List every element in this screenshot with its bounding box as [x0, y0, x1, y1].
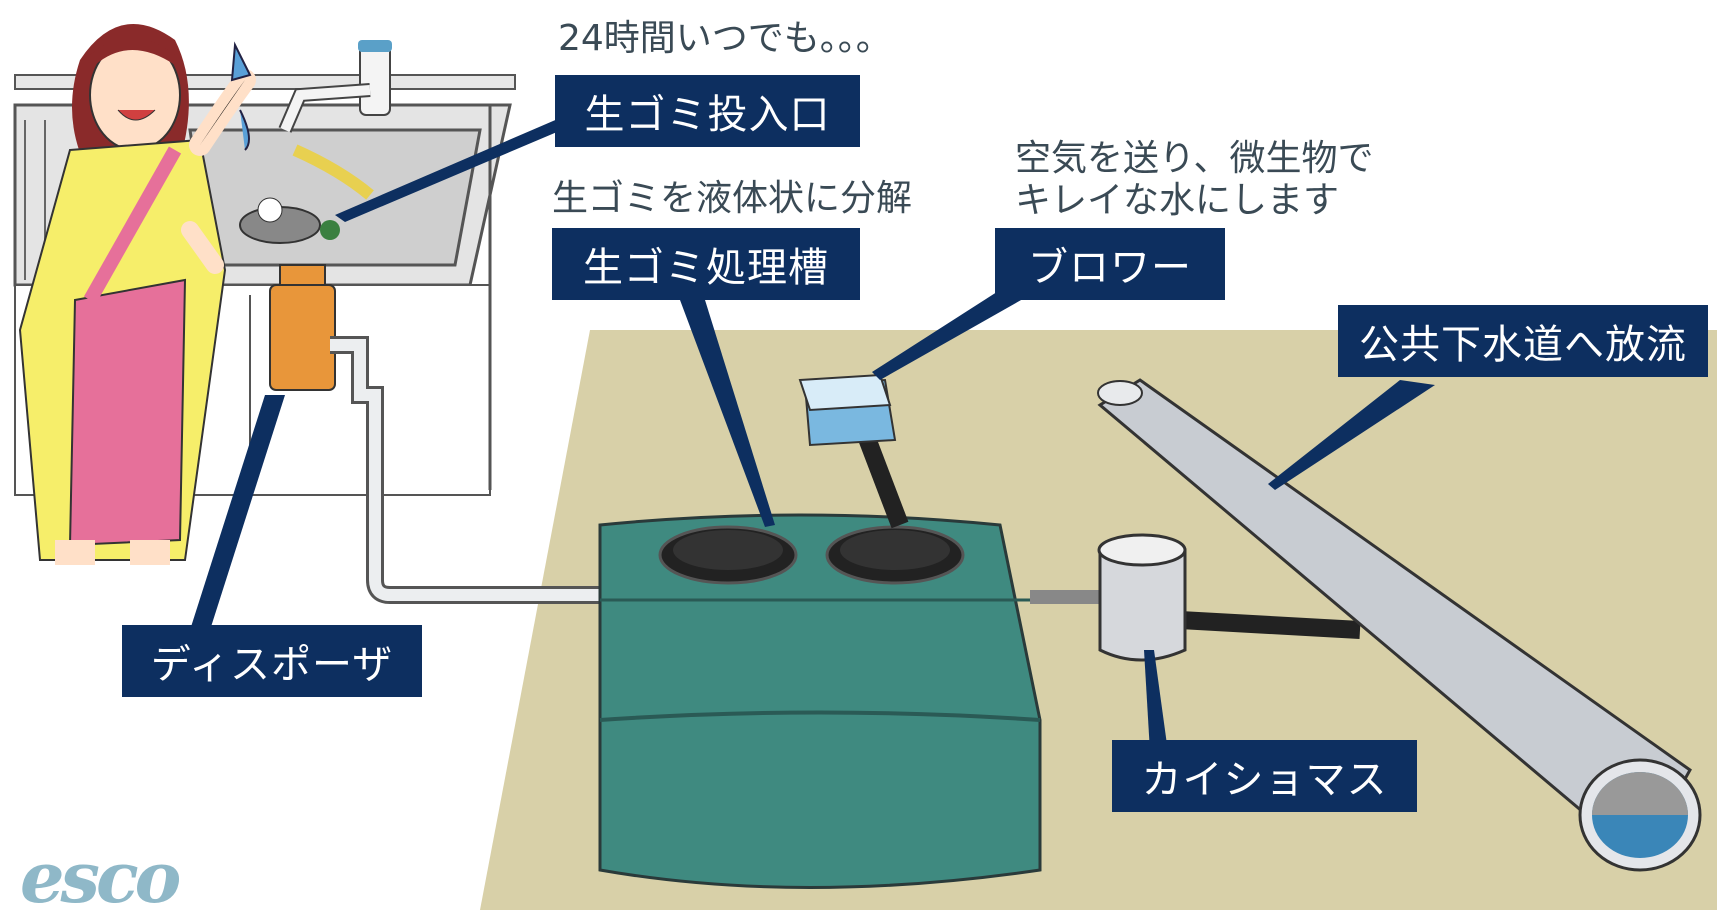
label-inlet: 生ゴミ投入口: [555, 75, 860, 147]
manhole-unit: [1030, 533, 1361, 662]
label-tank: 生ゴミ処理槽: [552, 228, 860, 300]
label-manhole: カイショマス: [1112, 740, 1417, 812]
esco-logo: esco: [20, 836, 181, 919]
caption-decompose: 生ゴミを液体状に分解: [552, 178, 913, 219]
label-blower: ブロワー: [995, 228, 1225, 300]
faucet: [278, 40, 392, 133]
treatment-tank: [598, 513, 1042, 889]
caption-air-line2: キレイな水にします: [1015, 180, 1340, 221]
label-disposer: ディスポーザ: [122, 625, 422, 697]
sewer-pipe: [1097, 378, 1702, 872]
disposer-unit: [269, 264, 630, 604]
label-sewer: 公共下水道へ放流: [1338, 305, 1708, 377]
caption-anytime: 24時間いつでも。。。: [558, 18, 892, 59]
blower-unit: [798, 373, 909, 529]
woman-figure: [18, 24, 256, 565]
caption-air-line1: 空気を送り、微生物で: [1015, 138, 1374, 179]
leader-lines: [190, 118, 1435, 752]
